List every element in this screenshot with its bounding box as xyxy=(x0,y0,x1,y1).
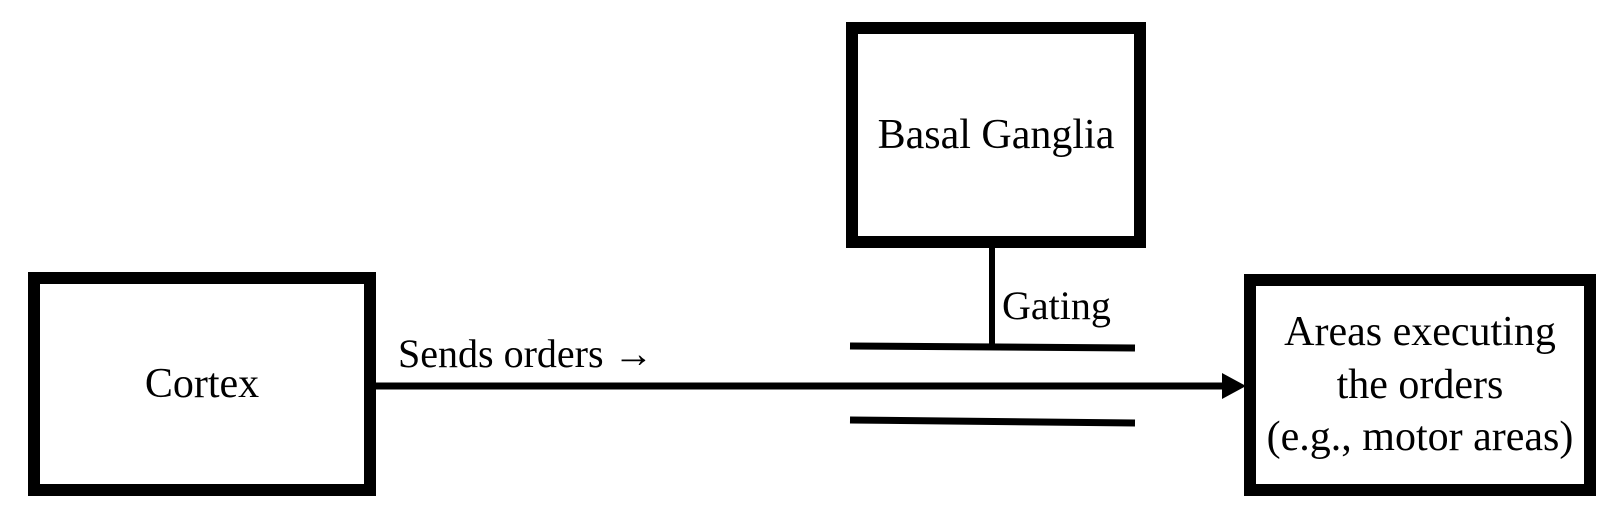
basal-ganglia-node: Basal Ganglia xyxy=(846,22,1146,248)
gate-lower-bar xyxy=(849,416,1136,427)
executing-areas-line-2: the orders xyxy=(1336,361,1504,408)
cortex-node: Cortex xyxy=(28,272,376,496)
gate-upper-bar xyxy=(849,342,1136,352)
executing-areas-line-3: (e.g., motor areas) xyxy=(1266,414,1574,461)
executing-areas-label: Areas executing the orders (e.g., motor … xyxy=(1267,306,1574,464)
gating-label: Gating xyxy=(1002,283,1111,328)
orders-arrowhead xyxy=(1222,373,1246,399)
basal-ganglia-label: Basal Ganglia xyxy=(877,111,1115,158)
executing-areas-node: Areas executing the orders (e.g., motor … xyxy=(1244,274,1596,496)
executing-areas-line-1: Areas executing xyxy=(1284,309,1556,356)
sends-orders-label: Sends orders → xyxy=(398,331,654,376)
cortex-label: Cortex xyxy=(144,360,260,407)
